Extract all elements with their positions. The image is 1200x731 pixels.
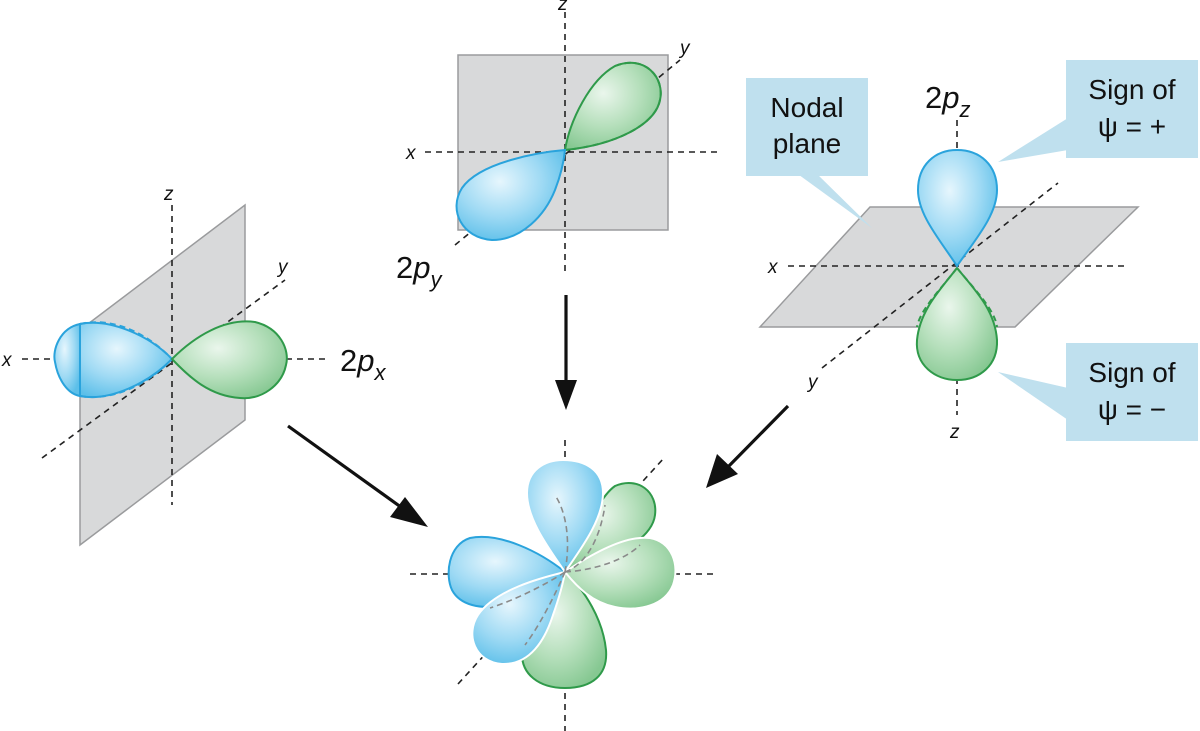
arrows xyxy=(287,295,790,527)
pz-y-axis xyxy=(821,182,1059,369)
py-positive-lobe xyxy=(563,61,662,152)
py-y-label: y xyxy=(678,38,691,59)
py-z-label: z xyxy=(557,0,568,15)
nodal-plane-callout-line1: Nodal xyxy=(770,92,843,123)
px-nodal-plane xyxy=(79,203,246,547)
py-hidden-outline xyxy=(564,61,662,151)
pz-orbital-panel: x y z 2pz xyxy=(758,80,1140,443)
combined-inner-curve-1 xyxy=(564,504,606,573)
arrow-from-pz xyxy=(723,404,790,472)
combined-inner-curve-4 xyxy=(524,571,566,646)
pz-hidden-outline xyxy=(916,267,998,328)
sign-plus-callout-pointer xyxy=(998,118,1068,162)
px-y-label: y xyxy=(276,257,289,278)
sign-minus-callout: Sign of ψ = − xyxy=(998,343,1198,441)
py-orbital-label: 2py xyxy=(396,250,444,292)
combined-inner-curve-2 xyxy=(564,544,641,573)
pz-x-label: x xyxy=(767,257,779,278)
nodal-plane-callout-pointer xyxy=(795,172,872,228)
combined-pz-positive-lobe xyxy=(525,458,605,574)
sign-plus-callout: Sign of ψ = + xyxy=(998,60,1198,162)
pz-y-label: y xyxy=(806,372,819,393)
pz-z-label: z xyxy=(949,422,960,443)
py-negative-lobe xyxy=(455,148,567,242)
nodal-plane-callout-box xyxy=(746,78,868,176)
pz-nodal-plane xyxy=(758,206,1140,328)
px-orbital-label: 2px xyxy=(340,343,387,385)
px-z-label: z xyxy=(163,184,174,205)
pz-positive-lobe xyxy=(916,148,999,268)
combined-px-positive-lobe xyxy=(563,536,677,610)
arrow-from-px-head xyxy=(390,497,428,527)
arrow-from-px xyxy=(287,424,406,512)
arrow-from-pz-head xyxy=(706,454,738,488)
sign-minus-callout-pointer xyxy=(998,372,1068,420)
sign-minus-callout-line1: Sign of xyxy=(1088,357,1175,388)
px-positive-lobe xyxy=(170,320,288,400)
combined-orbitals xyxy=(410,440,715,731)
combined-py-negative-lobe xyxy=(471,570,567,666)
combined-inner-curve-5 xyxy=(554,494,569,573)
py-x-label: x xyxy=(405,143,417,164)
sign-plus-callout-line2: ψ = + xyxy=(1098,111,1166,142)
px-negative-lobe-back xyxy=(53,322,81,398)
arrow-from-py-head xyxy=(555,380,577,410)
px-orbital-panel: z y x 2px xyxy=(1,184,387,547)
pz-negative-lobe xyxy=(915,266,999,382)
sign-plus-callout-box xyxy=(1066,60,1198,158)
combined-inner-curve-3 xyxy=(489,571,566,609)
sign-minus-callout-box xyxy=(1066,343,1198,441)
py-orbital-panel: z x y 2py xyxy=(396,0,718,292)
px-x-label: x xyxy=(1,350,13,371)
nodal-plane-callout: Nodal plane xyxy=(746,78,872,228)
sign-plus-callout-line1: Sign of xyxy=(1088,74,1175,105)
nodal-plane-callout-line2: plane xyxy=(773,128,842,159)
pz-orbital-label: 2pz xyxy=(925,80,971,122)
sign-minus-callout-line2: ψ = − xyxy=(1098,394,1166,425)
